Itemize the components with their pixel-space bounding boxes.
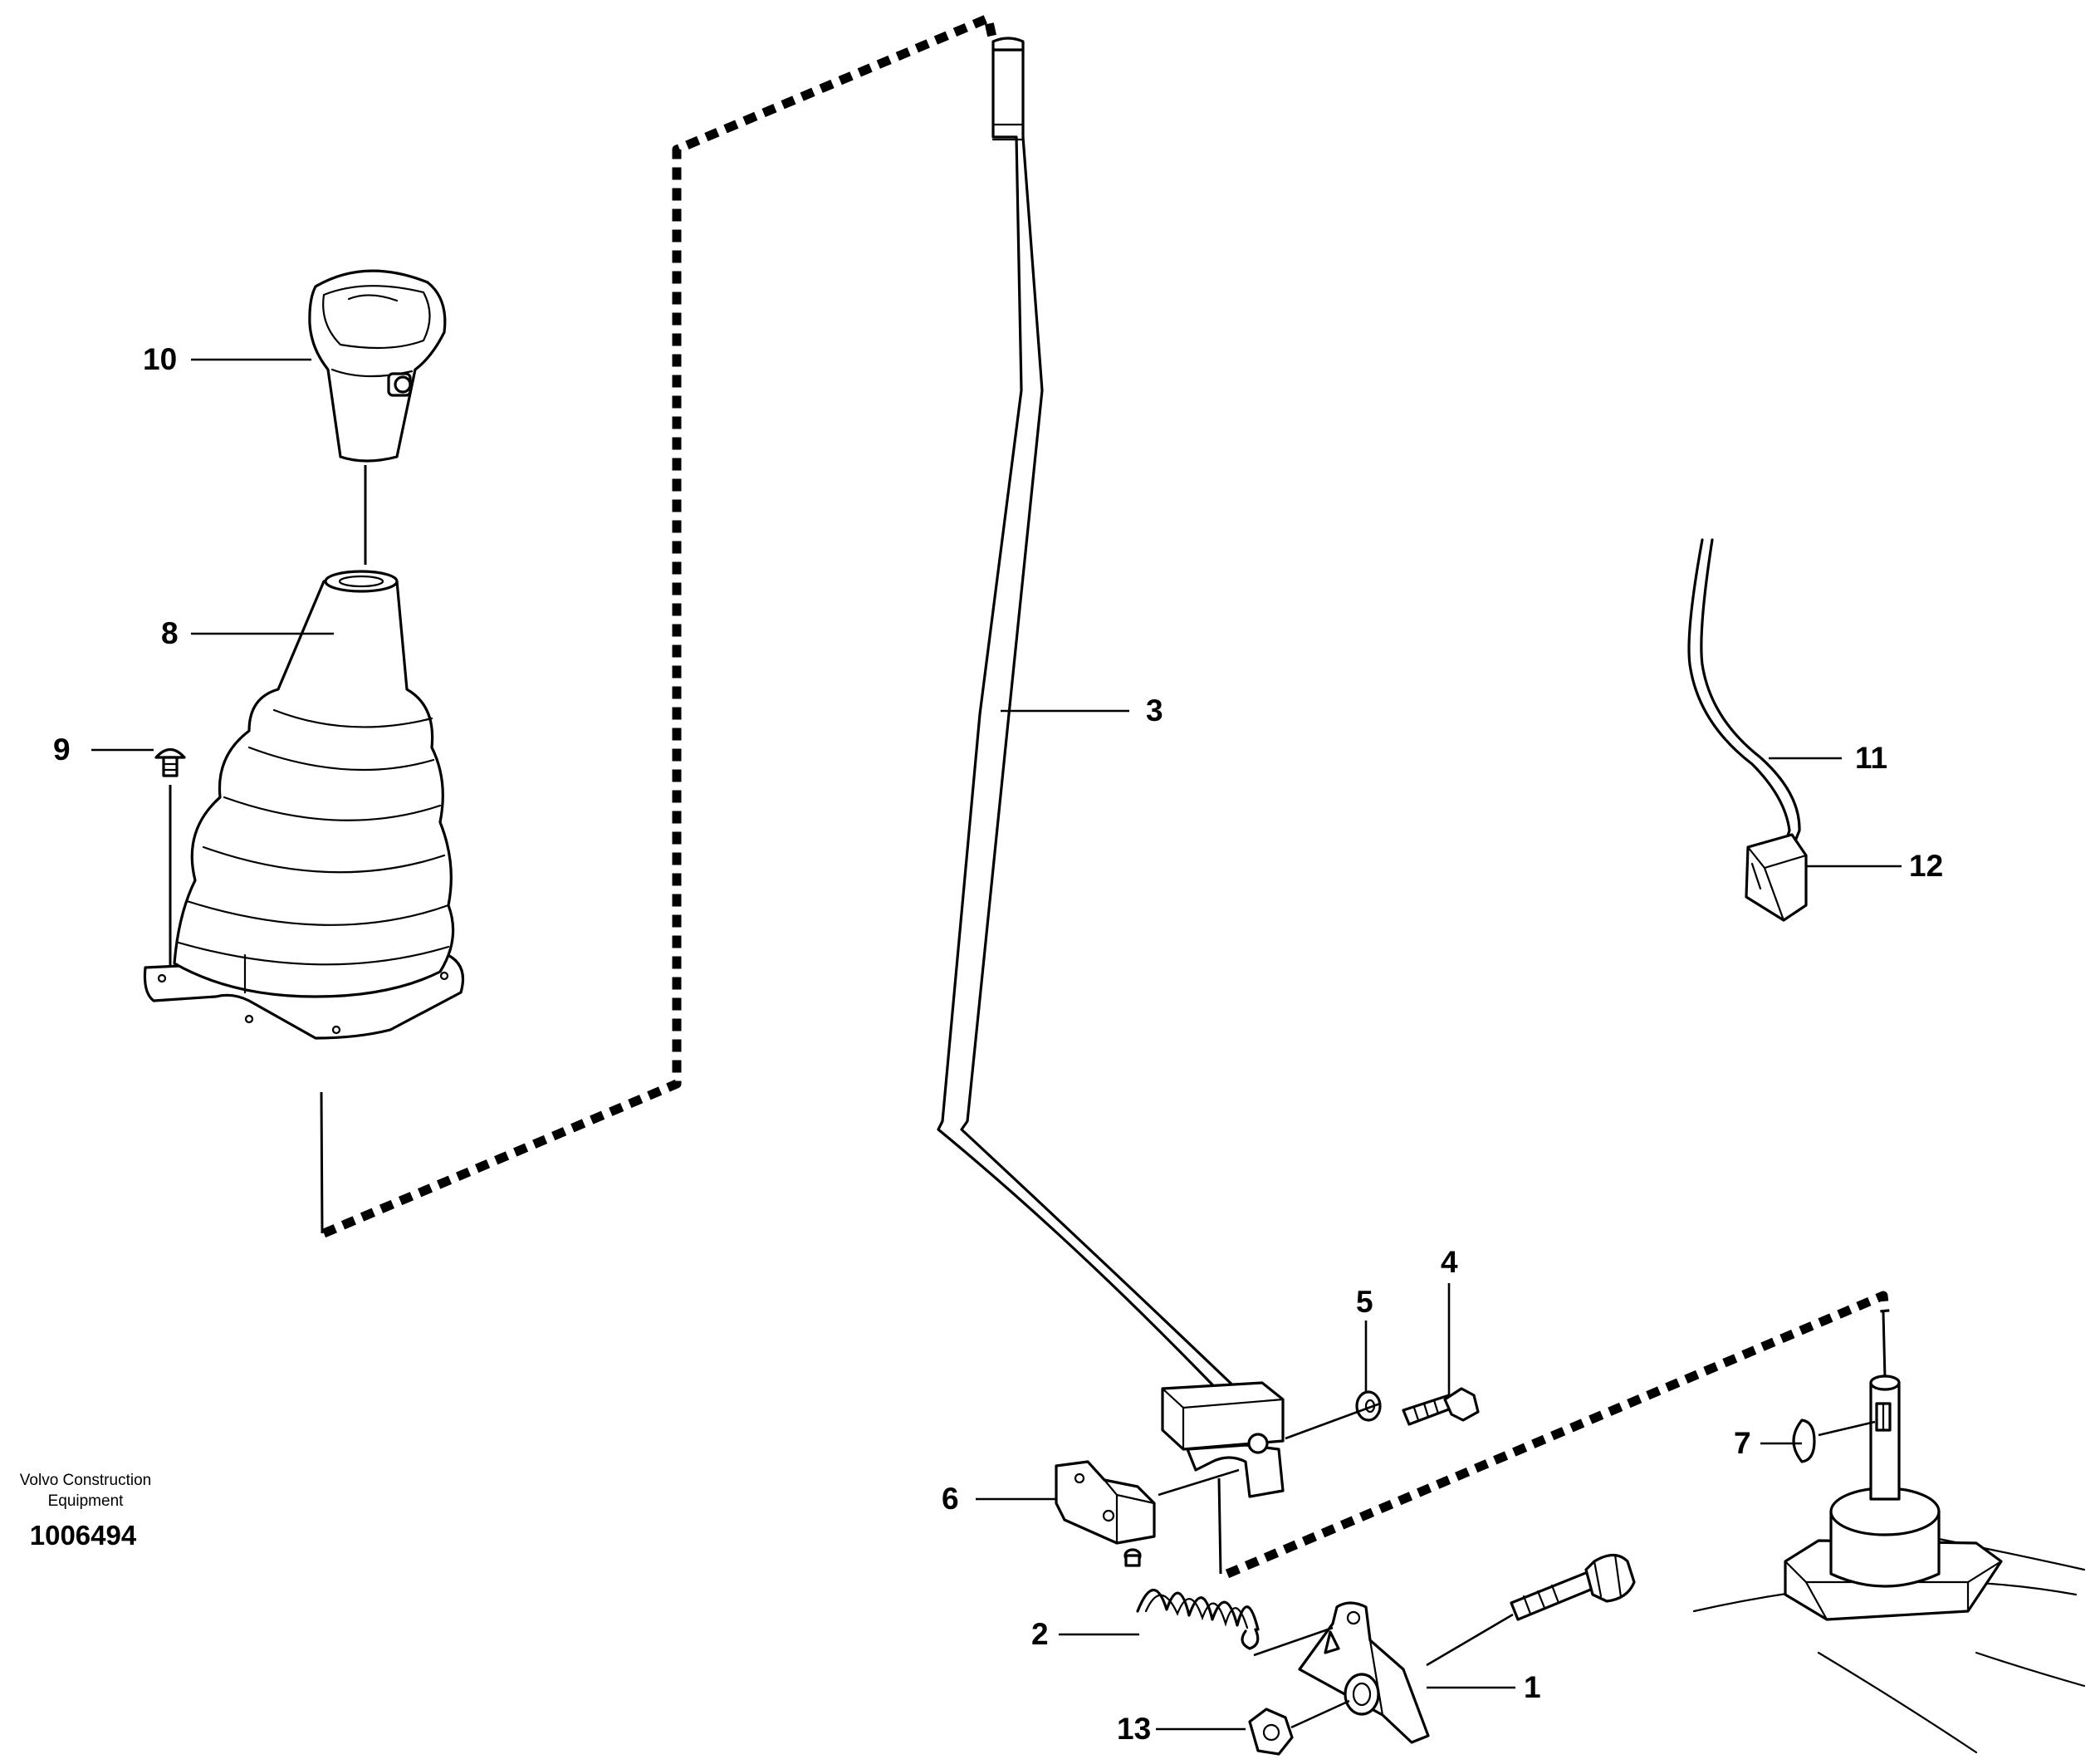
spring-part-2 [1136,1588,1260,1650]
credit-line-2: Equipment [48,1492,125,1510]
callout-7: 7 [1734,1426,1751,1460]
gaiter-boot-part-8 [143,570,465,1040]
lever-base-assembly [1692,1374,2086,1754]
nut-part-13 [1248,1699,1350,1756]
callout-13: 13 [1117,1712,1151,1746]
dashed-connector-bottom [1225,1291,1890,1579]
connector-part-12 [1745,833,1808,922]
leader-lines [91,358,1902,1731]
callout-5: 5 [1356,1285,1373,1319]
screw-part-9 [154,747,186,777]
connector-boot-to-lever [320,1091,324,1234]
callout-2: 2 [1031,1617,1049,1651]
shift-lever-part-3 [937,37,1285,1498]
document-number: 1006494 [30,1520,137,1551]
callout-8: 8 [161,616,179,650]
knob-part-10 [308,269,447,463]
callout-4: 4 [1441,1245,1458,1279]
key-part-7 [1792,1419,1876,1463]
callout-6: 6 [942,1482,959,1516]
connector-bracket-to-base [1217,1477,1222,1575]
bolt-part-4 [1402,1387,1480,1426]
callout-9: 9 [53,733,71,767]
washer-part-5 [1355,1390,1382,1422]
callout-10: 10 [143,342,177,376]
credit-line-1: Volvo Construction [20,1472,151,1489]
connector-base-shaft [1882,1311,1887,1379]
callout-1: 1 [1524,1670,1541,1704]
callout-11: 11 [1855,741,1887,775]
callout-3: 3 [1146,693,1163,728]
callout-12: 12 [1909,849,1943,883]
long-bolt [1426,1553,1636,1667]
cable-part-11 [1687,538,1801,857]
bracket-part-1 [1298,1601,1430,1744]
switch-block-part-6 [1055,1460,1156,1567]
dashed-connector-top [321,13,997,1238]
